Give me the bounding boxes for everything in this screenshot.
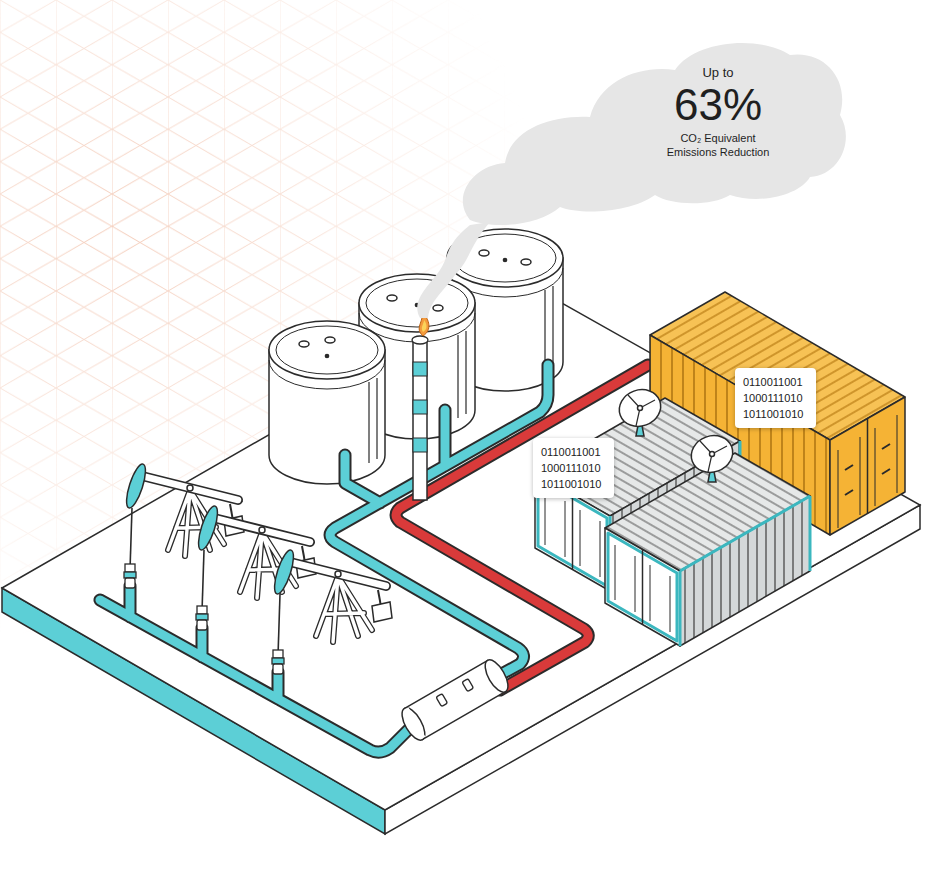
data-container xyxy=(605,453,810,646)
data-callout: 0110011001 1000111010 1011001010 xyxy=(533,438,614,498)
platform-slab xyxy=(2,285,920,834)
cloud-caption: CO₂ Equivalent Emissions Reduction xyxy=(659,131,777,159)
cloud-shape xyxy=(430,35,850,230)
cloud-text-group: Up to63%CO₂ Equivalent Emissions Reducti… xyxy=(643,65,793,159)
binary-code: 0110011001 1000111010 1011001010 xyxy=(743,374,808,422)
flare-stack xyxy=(412,312,429,500)
cloud-lead: Up to xyxy=(643,65,793,81)
separator xyxy=(398,656,513,743)
data-callout: 0110011001 1000111010 1011001010 xyxy=(735,368,816,428)
smoke-plume xyxy=(417,222,490,318)
satellite-dish xyxy=(614,384,666,436)
oil-pipes xyxy=(100,365,548,752)
cloud-outline xyxy=(463,43,846,225)
satellite-dish xyxy=(686,430,738,482)
emission-cloud: Up to63%CO₂ Equivalent Emissions Reducti… xyxy=(430,35,850,230)
percent-figure: 63% xyxy=(643,81,793,129)
binary-code: 0110011001 1000111010 1011001010 xyxy=(541,444,606,492)
pump-jacks xyxy=(123,462,392,674)
